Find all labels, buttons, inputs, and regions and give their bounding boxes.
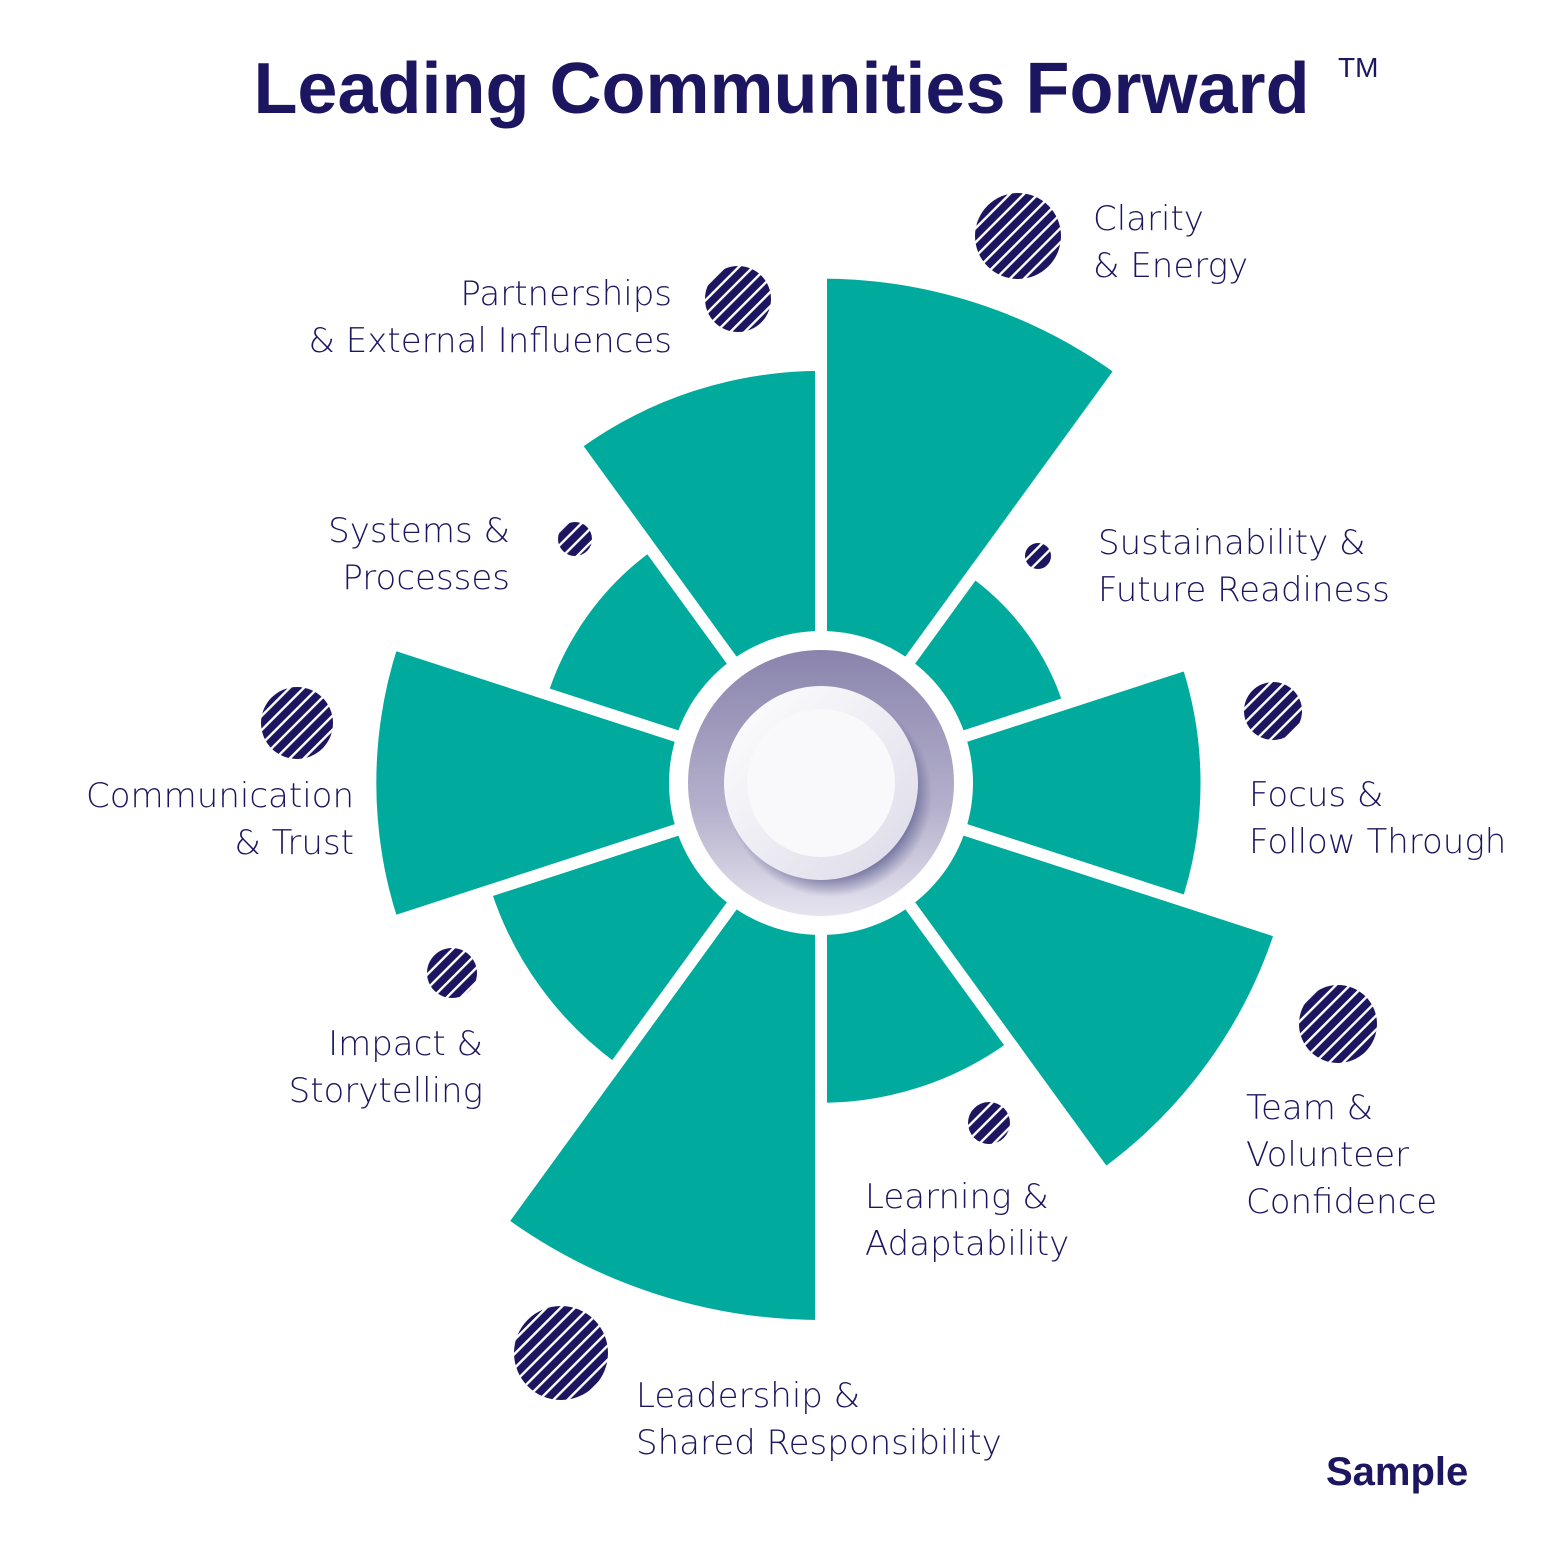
hatched-dot-icon-1 <box>1025 543 1051 569</box>
hatched-dot-icon-0 <box>975 193 1061 279</box>
hatched-dot-icon-3 <box>1299 985 1377 1063</box>
label-partnerships: Partnerships& External Influences <box>308 274 672 361</box>
label-learning: Learning &Adaptability <box>865 1177 1070 1264</box>
hatched-dot-icon-4 <box>968 1102 1010 1144</box>
hatched-dot-icon-5 <box>514 1306 608 1400</box>
hatched-dot-icon-2 <box>1244 682 1302 740</box>
segment-7 <box>364 636 841 930</box>
segment-5 <box>493 764 827 1333</box>
center-disc-inner <box>747 709 895 857</box>
label-systems: Systems &Processes <box>328 511 510 598</box>
segment-2 <box>801 656 1213 910</box>
label-clarity-energy: Clarity& Energy <box>1093 199 1249 286</box>
label-sustainability: Sustainability &Future Readiness <box>1098 523 1390 610</box>
sample-watermark: Sample <box>1326 1450 1469 1494</box>
label-leadership: Leadership &Shared Responsibility <box>636 1376 1002 1463</box>
label-impact: Impact &Storytelling <box>288 1024 483 1111</box>
label-focus: Focus &Follow Through <box>1249 775 1507 862</box>
trademark: TM <box>1338 52 1379 83</box>
hatched-dot-icon-7 <box>261 687 333 759</box>
hatched-dot-icon-6 <box>427 948 477 998</box>
hatched-dot-icon-9 <box>705 266 771 332</box>
label-communication: Communication& Trust <box>86 776 354 863</box>
hatched-dot-icon-8 <box>558 522 592 556</box>
chart-title: Leading Communities Forward <box>253 49 1310 129</box>
